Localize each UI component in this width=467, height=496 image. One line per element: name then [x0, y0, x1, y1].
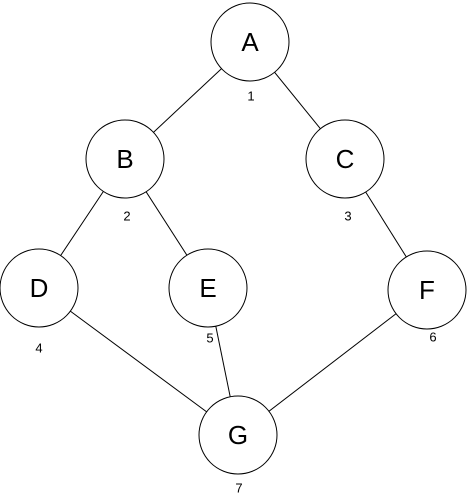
node-label-b: B	[116, 144, 133, 174]
node-circle-e	[168, 248, 248, 328]
node-label-c: C	[336, 144, 355, 174]
edge-d-g	[38, 287, 239, 436]
node-c: C3	[305, 119, 385, 224]
node-label-a: A	[241, 27, 259, 57]
node-g: G7	[198, 395, 278, 496]
edge-f-g	[237, 289, 428, 436]
order-label-b: 2	[123, 209, 130, 224]
node-f: F6	[387, 250, 467, 345]
node-circle-g	[198, 395, 278, 475]
order-label-f: 6	[429, 330, 436, 345]
node-b: B2	[85, 119, 165, 224]
node-circle-c	[305, 119, 385, 199]
edges-layer	[38, 41, 428, 436]
order-label-g: 7	[235, 481, 242, 496]
node-circle-f	[387, 250, 467, 330]
node-d: D4	[0, 248, 79, 356]
node-circle-b	[85, 119, 165, 199]
node-label-g: G	[228, 420, 248, 450]
order-label-c: 3	[344, 209, 351, 224]
node-label-d: D	[30, 273, 49, 303]
node-label-f: F	[419, 275, 435, 305]
node-label-e: E	[199, 273, 216, 303]
order-label-e: 5	[206, 331, 213, 346]
node-a: A1	[210, 2, 290, 104]
node-e: E5	[168, 248, 248, 346]
node-circle-a	[210, 2, 290, 82]
order-label-d: 4	[35, 341, 42, 356]
node-circle-d	[0, 248, 79, 328]
order-label-a: 1	[247, 89, 254, 104]
